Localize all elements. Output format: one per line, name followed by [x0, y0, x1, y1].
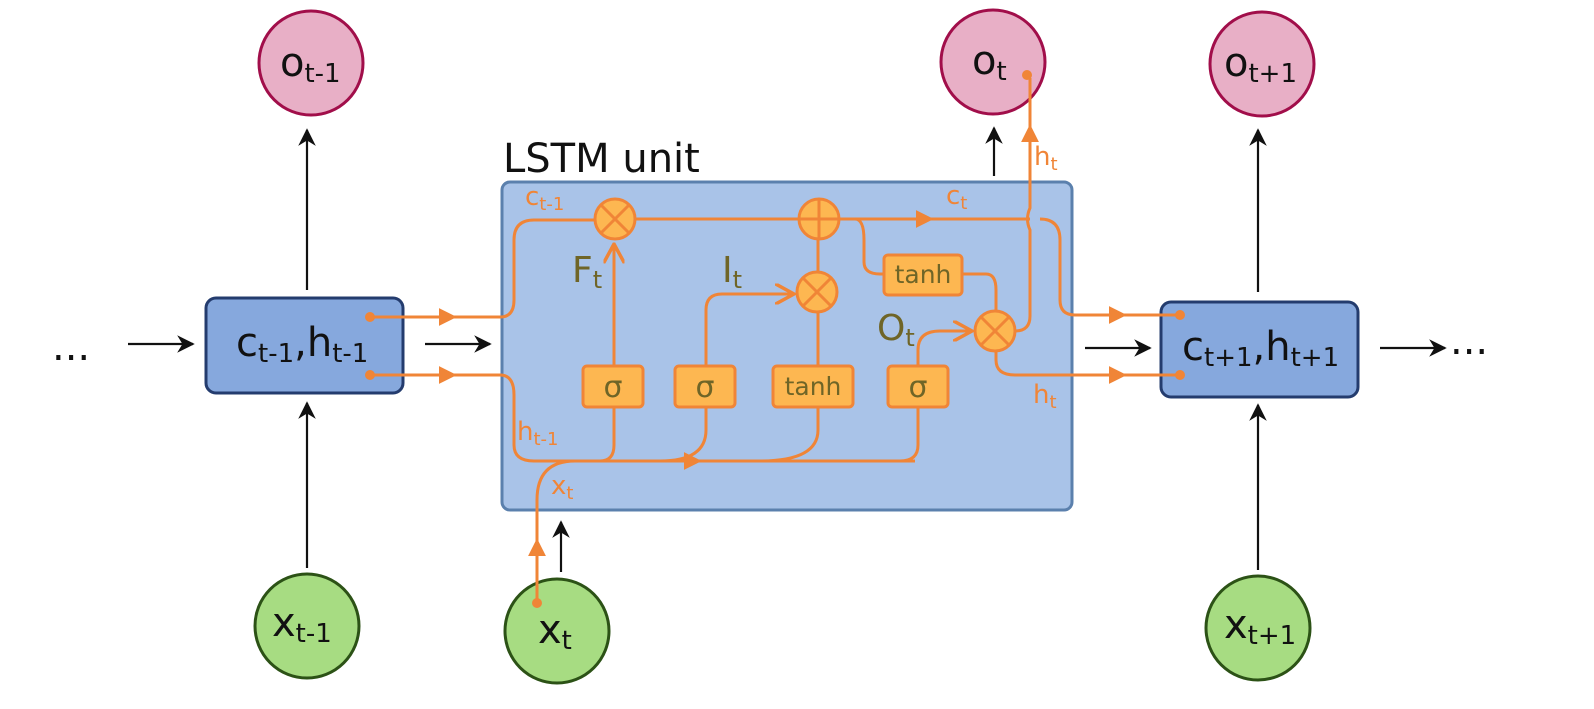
x-t-label: xt: [551, 471, 573, 504]
input-node-current: xt: [503, 577, 611, 685]
output-gate-sigma: σ: [886, 364, 950, 409]
input-node-prev: xt-1: [253, 572, 361, 680]
cell-add-op: [797, 197, 841, 241]
black-arrows: [128, 126, 1447, 572]
h-t-right-label: ht: [1033, 380, 1057, 413]
state-box-prev: ct-1,ht-1: [204, 296, 405, 395]
c-prev-label: ct-1: [525, 182, 564, 215]
svg-text:xt+1: xt+1: [1224, 602, 1296, 651]
svg-text:tanh: tanh: [785, 372, 842, 401]
input-multiply-op: [795, 270, 839, 314]
input-node-next: xt+1: [1204, 574, 1312, 682]
svg-text:tanh: tanh: [895, 260, 952, 289]
svg-text:xt: xt: [538, 607, 572, 656]
state-box-next: ct+1,ht+1: [1159, 300, 1360, 399]
wire-dots: [365, 70, 1185, 608]
h-prev-label: ht-1: [517, 417, 559, 450]
svg-text:ot-1: ot-1: [280, 40, 341, 89]
svg-text:σ: σ: [603, 370, 622, 405]
svg-text:ct+1,ht+1: ct+1,ht+1: [1182, 324, 1339, 373]
cell-tanh: tanh: [882, 253, 964, 297]
candidate-tanh: tanh: [771, 364, 855, 409]
svg-text:ot: ot: [972, 38, 1007, 87]
ellipsis-left: ...: [52, 324, 90, 370]
forget-multiply-op: [593, 197, 637, 241]
h-t-top-label: ht: [1034, 142, 1058, 175]
output-multiply-op: [973, 309, 1017, 353]
svg-text:xt-1: xt-1: [272, 600, 332, 649]
output-node-next: ot+1: [1208, 10, 1316, 118]
lstm-unit-title: LSTM unit: [503, 136, 700, 182]
svg-text:ot+1: ot+1: [1224, 40, 1297, 89]
output-gate-label: Ot: [877, 308, 915, 352]
input-gate-label: It: [722, 250, 742, 294]
orange-wires: [370, 78, 1180, 603]
svg-text:ct-1,ht-1: ct-1,ht-1: [236, 320, 368, 369]
forget-gate-sigma: σ: [581, 364, 645, 409]
svg-text:σ: σ: [695, 370, 714, 405]
c-t-label: ct: [946, 181, 967, 214]
input-gate-sigma: σ: [673, 364, 737, 409]
svg-text:σ: σ: [908, 370, 927, 405]
ellipsis-right: ...: [1450, 318, 1488, 364]
output-node-prev: ot-1: [257, 9, 365, 117]
forget-gate-label: Ft: [572, 250, 602, 294]
output-node-current: ot: [939, 8, 1047, 116]
